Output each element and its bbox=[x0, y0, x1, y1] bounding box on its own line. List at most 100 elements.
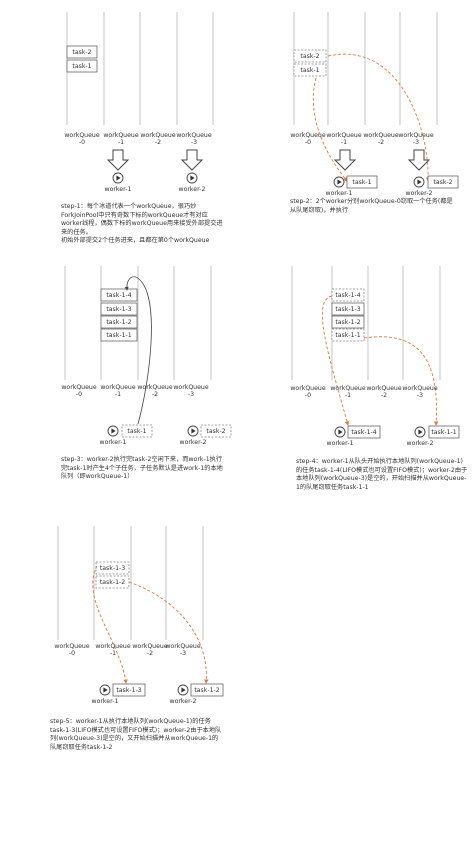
play-triangle-icon bbox=[181, 687, 186, 693]
queue-label: workQueue bbox=[290, 132, 325, 139]
fork-arrow bbox=[124, 276, 152, 425]
queue-label: workQueue bbox=[103, 132, 138, 139]
queue-label: workQueue bbox=[173, 384, 208, 391]
queue-label: workQueue bbox=[330, 385, 365, 392]
queue-index: -3 bbox=[413, 139, 419, 146]
play-triangle-icon bbox=[111, 428, 116, 434]
queue-index: -1 bbox=[345, 392, 351, 399]
worker-task-label: task-2 bbox=[206, 428, 225, 435]
worker-name: worker-1 bbox=[105, 186, 132, 193]
queue-index: -0 bbox=[79, 139, 85, 146]
worker-task-box bbox=[121, 424, 153, 438]
queue-label: workQueue bbox=[176, 132, 211, 139]
task-label: task-1-4 bbox=[335, 292, 360, 299]
worker-task-box bbox=[346, 175, 378, 189]
step-4-desc-line: 本地队列(workQueue-3)是空的，开始扫描并从workQueue- bbox=[296, 475, 467, 483]
worker-name: worker-2 bbox=[407, 440, 434, 447]
worker-task-label: task-1-2 bbox=[194, 687, 219, 694]
task-box bbox=[331, 302, 365, 316]
queue-index: -1 bbox=[341, 139, 347, 146]
down-arrow-icon bbox=[407, 149, 431, 171]
queue-label: workQueue bbox=[54, 643, 89, 650]
task-label: task-1-3 bbox=[335, 306, 360, 313]
worker-task-label: task-1 bbox=[127, 428, 146, 435]
worker-task-label: task-1-4 bbox=[351, 429, 376, 436]
worker-task-label: task-1-3 bbox=[116, 687, 141, 694]
task-label: task-1 bbox=[300, 67, 319, 74]
worker-name: worker-2 bbox=[170, 698, 197, 705]
task-label: task-1-2 bbox=[106, 319, 131, 326]
step-1-description: step-1：每个冰道代表一个workQueue，很巧妙 ForkJoinPoo… bbox=[61, 203, 223, 246]
task-label: task-1-2 bbox=[100, 579, 125, 586]
worker-task-label: task-1-1 bbox=[431, 429, 456, 436]
queue-index: -0 bbox=[305, 139, 311, 146]
queue-label: workQueue bbox=[402, 385, 437, 392]
step-1-desc-line: worker线程，偶数下标的workQueue用来接受外部提交进 bbox=[61, 220, 223, 228]
step-3-description: step-3：worker-2执行完task-2空闲下来，而work-1执行 完… bbox=[61, 456, 223, 482]
steal-arrow bbox=[92, 565, 128, 684]
play-triangle-icon bbox=[418, 429, 423, 435]
task-label: task-1 bbox=[72, 63, 91, 70]
worker-task-box bbox=[112, 683, 146, 697]
task-label: task-1-3 bbox=[106, 306, 131, 313]
task-box bbox=[100, 288, 138, 302]
queue-index: -1 bbox=[115, 391, 121, 398]
queue-index: -2 bbox=[378, 139, 384, 146]
queue-label: workQueue bbox=[366, 385, 401, 392]
queue-index: -3 bbox=[417, 392, 423, 399]
step-5-desc-line: task-1-3(LIFO模式也可设置FIFO模式)；worker-2由于本地队 bbox=[50, 726, 222, 734]
step-1-desc-line: step-1：每个冰道代表一个workQueue，很巧妙 bbox=[61, 203, 197, 210]
queue-label: workQueue bbox=[290, 385, 325, 392]
queue-label: workQueue bbox=[165, 643, 200, 650]
play-triangle-icon bbox=[116, 175, 121, 181]
queue-lanes bbox=[57, 12, 441, 640]
task-box bbox=[100, 302, 138, 316]
worker-name: worker-1 bbox=[100, 439, 127, 446]
play-triangle-icon bbox=[190, 175, 195, 181]
task-box bbox=[331, 315, 365, 329]
queue-label: workQueue bbox=[61, 384, 96, 391]
worker-name: worker-2 bbox=[180, 439, 207, 446]
step-3-desc-line: step-3：worker-2执行完task-2空闲下来，而work-1执行 bbox=[61, 456, 223, 463]
queue-index: -0 bbox=[69, 650, 75, 657]
step-3-desc-line: 队列（即workQueue-1） bbox=[61, 473, 134, 481]
task-label: task-1-4 bbox=[106, 292, 131, 299]
task-box bbox=[66, 59, 98, 73]
queue-index: -3 bbox=[188, 391, 194, 398]
worker-task-box bbox=[428, 425, 460, 439]
step-2-description: step-2：2个worker分别workQueue-0窃取一个任务(都是 从队… bbox=[290, 198, 453, 215]
worker-task-label: task-2 bbox=[433, 179, 452, 186]
step-1-desc-line: ForkJoinPool中只有奇数下标的workQueue才有对应 bbox=[61, 211, 208, 219]
play-triangle-icon bbox=[417, 179, 422, 185]
queue-index: -3 bbox=[180, 650, 186, 657]
task-label: task-2 bbox=[72, 49, 91, 56]
task-label: task-1-3 bbox=[100, 565, 125, 572]
step-1-desc-line: 来的任务。 bbox=[61, 228, 92, 236]
steal-arrows bbox=[92, 53, 439, 684]
step-3-desc-line: 完task-1时产生4个子任务，子任务默认是进work-1的本地 bbox=[61, 464, 223, 472]
play-triangle-icon bbox=[338, 429, 343, 435]
steal-arrow bbox=[327, 53, 431, 182]
queue-index: -2 bbox=[381, 392, 387, 399]
task-label: task-2 bbox=[300, 53, 319, 60]
step-4-description: step-4：worker-1从队头开始执行本地队列(workQueue-1) … bbox=[296, 458, 467, 492]
queue-label: workQueue bbox=[398, 132, 433, 139]
queue-label: workQueue bbox=[100, 384, 135, 391]
lane-labels: workQueue-0workQueue-1workQueue-2workQue… bbox=[54, 132, 437, 657]
task-label: task-1-1 bbox=[106, 332, 131, 339]
worker-name: worker-2 bbox=[179, 186, 206, 193]
play-triangle-icon bbox=[103, 687, 108, 693]
queue-label: workQueue bbox=[137, 384, 172, 391]
worker-task-box bbox=[427, 175, 459, 189]
step-4-desc-line: 的任务task-1-4(LIFO模式也可设置FIFO模式)；worker-2由于 bbox=[296, 466, 468, 474]
worker-name: worker-1 bbox=[327, 440, 354, 447]
worker-name: worker-1 bbox=[92, 698, 119, 705]
task-box bbox=[100, 315, 138, 329]
task-box bbox=[331, 328, 365, 342]
step-1-desc-line: 初始外部提交2个任务进来，且都在第0个workQueue bbox=[61, 237, 210, 245]
queue-index: -2 bbox=[155, 139, 161, 146]
task-boxes: task-2task-1task-2task-1task-1-4task-1-3… bbox=[66, 45, 365, 589]
worker-task-label: task-1 bbox=[352, 179, 371, 186]
